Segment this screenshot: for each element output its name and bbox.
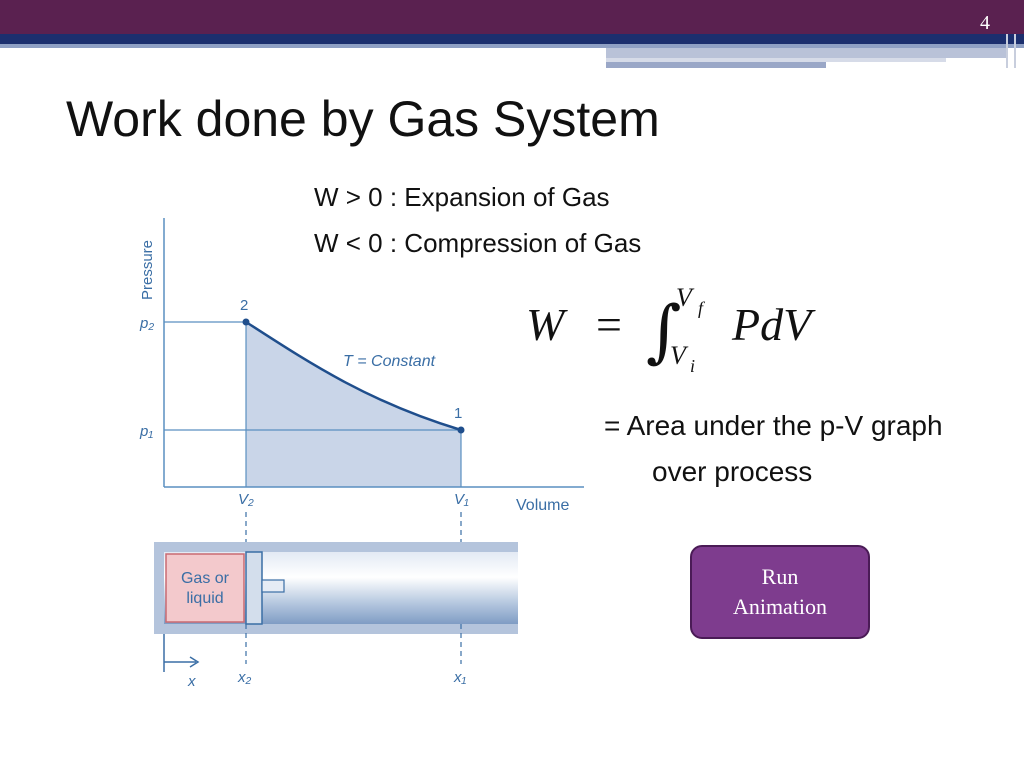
lower-limit: V <box>670 341 689 370</box>
x2-label: x₂ <box>237 669 252 686</box>
volume-axis-label: Volume <box>516 497 569 514</box>
header-bar <box>0 0 1024 34</box>
area-text: = Area under the p-V graph <box>604 410 943 441</box>
v2-label: V₂ <box>238 491 254 508</box>
p1-label: p₁ <box>139 423 153 440</box>
pressure-axis-label: Pressure <box>139 240 156 300</box>
header-stripe-right-thin <box>606 58 946 62</box>
x-position-label: x <box>187 673 196 690</box>
gas-region <box>165 553 245 623</box>
integral-sign: ∫ <box>646 292 681 371</box>
isotherm-curve <box>245 320 462 432</box>
header-stripe-light <box>0 44 1024 48</box>
gas-label-line2: liquid <box>186 590 223 607</box>
header-vertical-rule <box>1014 34 1016 68</box>
slide-number: 4 <box>980 12 990 34</box>
work-area <box>246 322 461 487</box>
state-point-2 <box>242 318 250 326</box>
point-1-label: 1 <box>454 405 462 422</box>
compression-text: W < 0 : Compression of Gas <box>314 228 642 258</box>
p2-label: p₂ <box>139 315 154 332</box>
work-integral-equation: W = ∫ V f V i PdV <box>526 283 816 376</box>
position-arrowhead <box>189 656 200 668</box>
header-stripe-dark <box>0 34 1024 44</box>
lower-limit-sub: i <box>690 356 695 376</box>
equation-lhs: W <box>526 299 568 350</box>
pv-diagram: Pressure Volume T = Constant 2 1 p₂ p₁ V… <box>139 218 584 690</box>
header-stripe-right <box>606 48 1006 58</box>
upper-limit: V <box>676 283 695 312</box>
point-2-label: 2 <box>240 297 248 314</box>
equation-equals: = <box>596 299 622 350</box>
header-stripe-right-small <box>606 62 826 68</box>
expansion-text: W > 0 : Expansion of Gas <box>314 182 610 212</box>
slide-title: Work done by Gas System <box>66 91 660 147</box>
piston <box>245 551 263 625</box>
x1-label: x₁ <box>453 669 467 686</box>
integrand: PdV <box>731 299 816 350</box>
gas-label-line1: Gas or <box>181 570 230 587</box>
state-point-1 <box>457 426 465 434</box>
curve-label: T = Constant <box>343 353 436 370</box>
header-vertical-rule <box>1006 34 1008 68</box>
upper-limit-sub: f <box>698 298 706 318</box>
area-text-continued: over process <box>652 456 813 487</box>
piston-rod <box>261 579 285 593</box>
v1-label: V₁ <box>454 491 469 508</box>
